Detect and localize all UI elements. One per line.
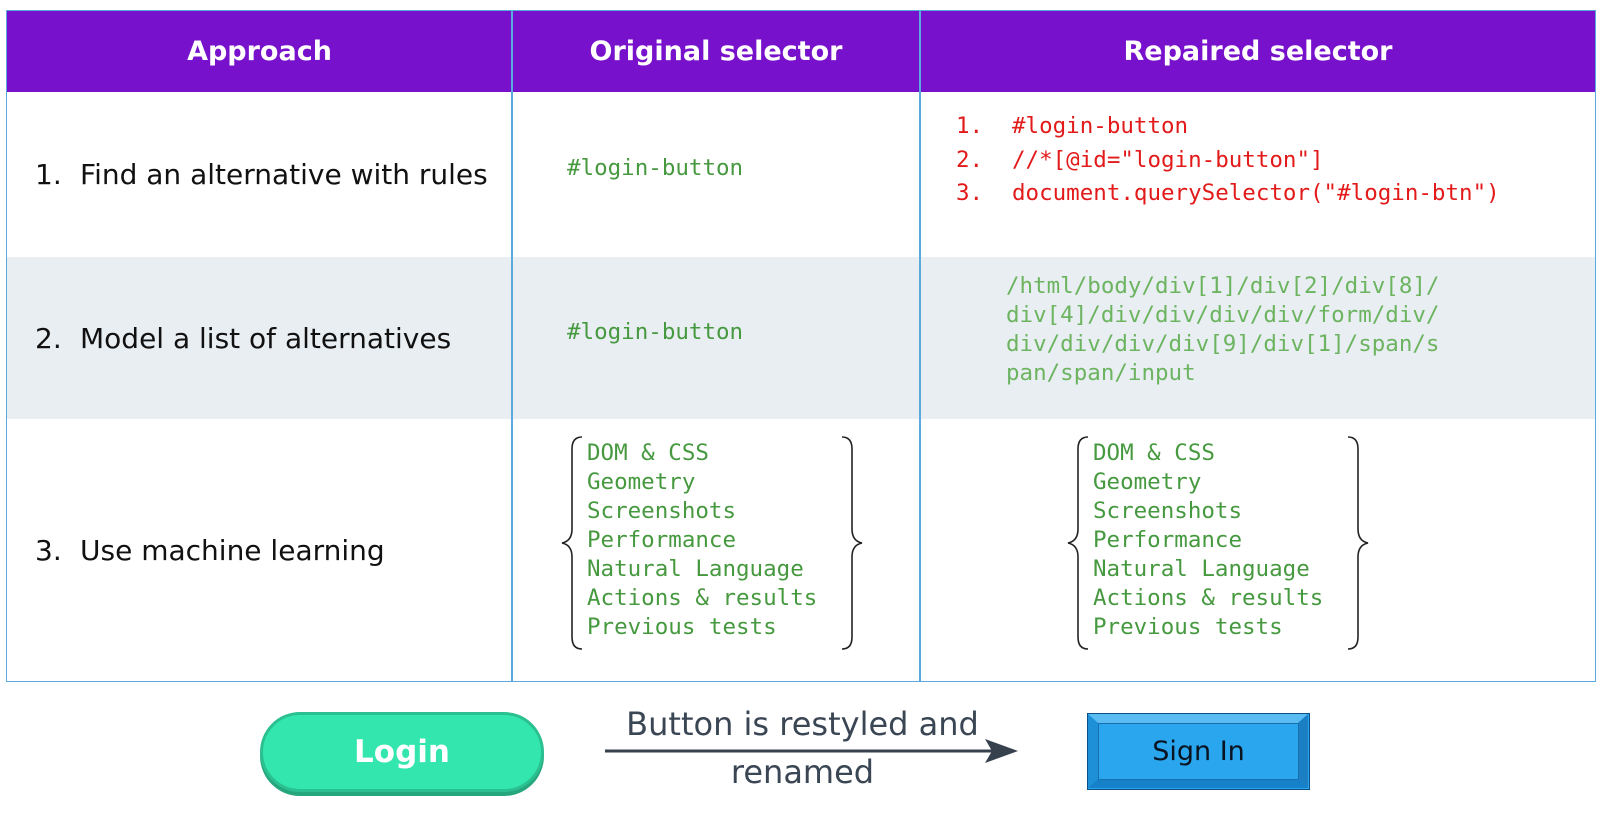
original-selector-cell: DOM & CSS Geometry Screenshots Performan… (512, 419, 920, 681)
right-arrow-icon (605, 739, 1018, 763)
table-header: Approach Original selector Repaired sele… (7, 11, 1595, 92)
transition-label: Button is restyled and renamed (626, 705, 979, 791)
list-item: Screenshots (587, 498, 737, 524)
original-selector-cell: #login-button (512, 257, 920, 419)
original-selector-code: #login-button (567, 155, 744, 181)
list-item: Screenshots (1093, 498, 1243, 524)
curly-brace-pair-icon (561, 436, 863, 650)
list-item: 1.#login-button (956, 113, 1189, 139)
original-selector-cell: #login-button (512, 92, 920, 257)
list-item: Natural Language (587, 556, 804, 582)
repaired-selector-list: 1.#login-button 2.//*[@id="login-button"… (956, 110, 1500, 211)
header-repaired-selector: Repaired selector (1123, 36, 1393, 67)
repaired-selector-cell: /html/body/div[1]/div[2]/div[8]/ div[4]/… (920, 257, 1596, 419)
repaired-xpath: /html/body/div[1]/div[2]/div[8]/ div[4]/… (1006, 273, 1440, 386)
original-selector-code: #login-button (567, 319, 744, 345)
list-item: Previous tests (1093, 614, 1283, 640)
login-button[interactable]: Login (260, 712, 544, 792)
approach-number: 3. (35, 533, 62, 567)
column-divider (511, 11, 513, 681)
comparison-table: Approach Original selector Repaired sele… (6, 10, 1596, 682)
approach-number: 2. (35, 321, 62, 355)
approach-label: Model a list of alternatives (80, 321, 452, 355)
table-row: 1. Find an alternative with rules #login… (7, 92, 1595, 257)
approach-cell: 3. Use machine learning (35, 419, 385, 681)
list-item: Geometry (1093, 469, 1202, 495)
list-item: Geometry (587, 469, 696, 495)
list-item: Actions & results (1093, 585, 1324, 611)
list-item: Previous tests (587, 614, 777, 640)
repaired-selector-cell: DOM & CSS Geometry Screenshots Performan… (920, 419, 1596, 681)
list-item: Natural Language (1093, 556, 1310, 582)
list-item: Performance (587, 527, 737, 553)
header-approach: Approach (187, 36, 332, 67)
column-divider (919, 11, 921, 681)
curly-brace-pair-icon (1067, 436, 1369, 650)
list-item: DOM & CSS (1093, 440, 1215, 466)
approach-number: 1. (35, 158, 62, 191)
table-row: 2. Model a list of alternatives #login-b… (7, 257, 1595, 419)
list-item: Actions & results (587, 585, 818, 611)
list-item: Performance (1093, 527, 1243, 553)
list-item: 2.//*[@id="login-button"] (956, 146, 1324, 173)
bevel-frame (1088, 714, 1308, 788)
header-original-selector: Original selector (589, 36, 843, 67)
list-item: DOM & CSS (587, 440, 709, 466)
list-item: 3.document.querySelector("#login-btn") (956, 180, 1500, 206)
sign-in-button[interactable]: Sign In (1087, 713, 1310, 790)
approach-label: Find an alternative with rules (80, 158, 488, 191)
table-row: 3. Use machine learning DOM & CSS Geomet… (7, 419, 1595, 681)
repaired-selector-cell: 1.#login-button 2.//*[@id="login-button"… (920, 92, 1596, 257)
feature-list: DOM & CSS Geometry Screenshots Performan… (1093, 439, 1323, 642)
feature-list: DOM & CSS Geometry Screenshots Performan… (587, 439, 817, 642)
sign-in-label: Sign In (1098, 723, 1299, 780)
approach-label: Use machine learning (80, 533, 385, 567)
approach-cell: 2. Model a list of alternatives (35, 257, 451, 419)
approach-cell: 1. Find an alternative with rules (35, 92, 488, 257)
